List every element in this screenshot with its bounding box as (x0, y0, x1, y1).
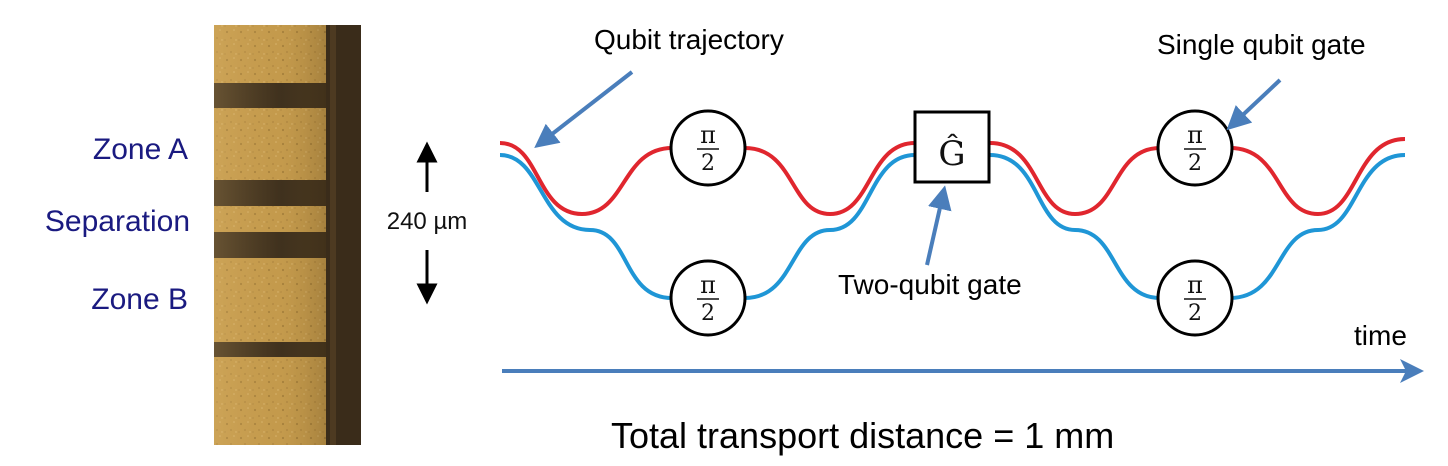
gate-pi: π (1187, 121, 1203, 149)
single-qubit-gate-arrow (1226, 78, 1282, 131)
gate-two: 2 (701, 151, 715, 176)
gate-two: 2 (1188, 151, 1202, 176)
scale-bar: 240 µm (387, 141, 468, 305)
two-qubit-gate-label: Two-qubit gate (838, 269, 1022, 300)
gate-two: 2 (1188, 301, 1202, 326)
separation-label: Separation (45, 205, 190, 238)
qubit-trajectory-arrow (534, 70, 634, 148)
total-distance-label: Total transport distance = 1 mm (611, 415, 1114, 456)
electrode-micrograph (214, 25, 361, 445)
gate-circle (1156, 259, 1234, 337)
electrode-rail-edge (330, 25, 336, 445)
gate-pi-half-a1: π 2 (669, 109, 747, 187)
qubit-trajectory-label: Qubit trajectory (594, 24, 784, 55)
scale-label: 240 µm (387, 208, 468, 235)
time-label: time (1354, 320, 1407, 351)
gate-pi-half-b1: π 2 (669, 259, 747, 337)
gate-pi: π (700, 271, 716, 299)
electrode-shading (214, 25, 326, 445)
two-qubit-gate-box: Ĝ (913, 110, 991, 184)
single-qubit-gate-label: Single qubit gate (1157, 29, 1366, 60)
zone-b-label: Zone B (91, 283, 188, 316)
gate-two: 2 (701, 301, 715, 326)
zone-a-label: Zone A (93, 133, 188, 166)
gate-pi: π (1187, 271, 1203, 299)
gate-pi-half-a2: π 2 (1156, 109, 1234, 187)
gate-circle (1156, 109, 1234, 187)
gate-circle (669, 259, 747, 337)
gate-pi-half-b2: π 2 (1156, 259, 1234, 337)
gate-g-hat: Ĝ (938, 133, 965, 174)
gate-box (913, 110, 991, 184)
gate-pi: π (700, 121, 716, 149)
two-qubit-gate-arrow (925, 185, 952, 266)
gate-circle (669, 109, 747, 187)
